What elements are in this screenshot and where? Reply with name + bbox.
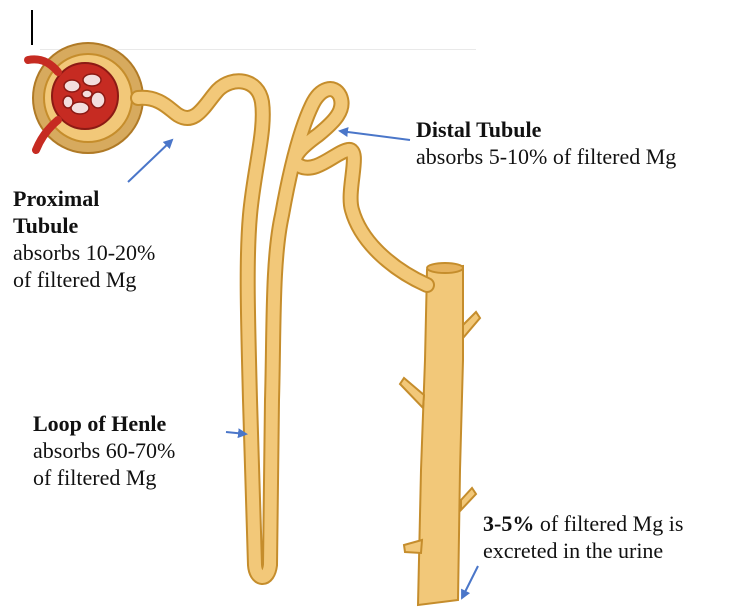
proximal-arrow (128, 140, 172, 182)
excretion-label: 3-5% of filtered Mg is excreted in the u… (483, 510, 683, 564)
excreted-line2: excreted in the urine (483, 537, 683, 564)
excreted-rest-line1: of filtered Mg is (534, 511, 683, 536)
loop-title: Loop of Henle (33, 411, 166, 436)
excreted-arrow (462, 566, 478, 598)
loop-of-henle-label: Loop of Henle absorbs 60-70% of filtered… (33, 410, 175, 491)
proximal-title-line2: Tubule (13, 213, 78, 238)
loop-desc-line2: of filtered Mg (33, 464, 175, 491)
excreted-percent: 3-5% (483, 511, 534, 536)
distal-title: Distal Tubule (416, 117, 541, 142)
distal-tubule-label: Distal Tubule absorbs 5-10% of filtered … (416, 116, 676, 170)
collecting-duct (400, 263, 480, 605)
distal-arrow (340, 131, 410, 140)
proximal-title-line1: Proximal (13, 186, 99, 211)
proximal-desc-line1: absorbs 10-20% (13, 239, 155, 266)
proximal-desc-line2: of filtered Mg (13, 266, 155, 293)
proximal-tubule-label: Proximal Tubule absorbs 10-20% of filter… (13, 185, 155, 293)
glomerulus (28, 43, 143, 153)
loop-desc-line1: absorbs 60-70% (33, 437, 175, 464)
distal-desc: absorbs 5-10% of filtered Mg (416, 143, 676, 170)
nephron-tubule (138, 81, 427, 577)
